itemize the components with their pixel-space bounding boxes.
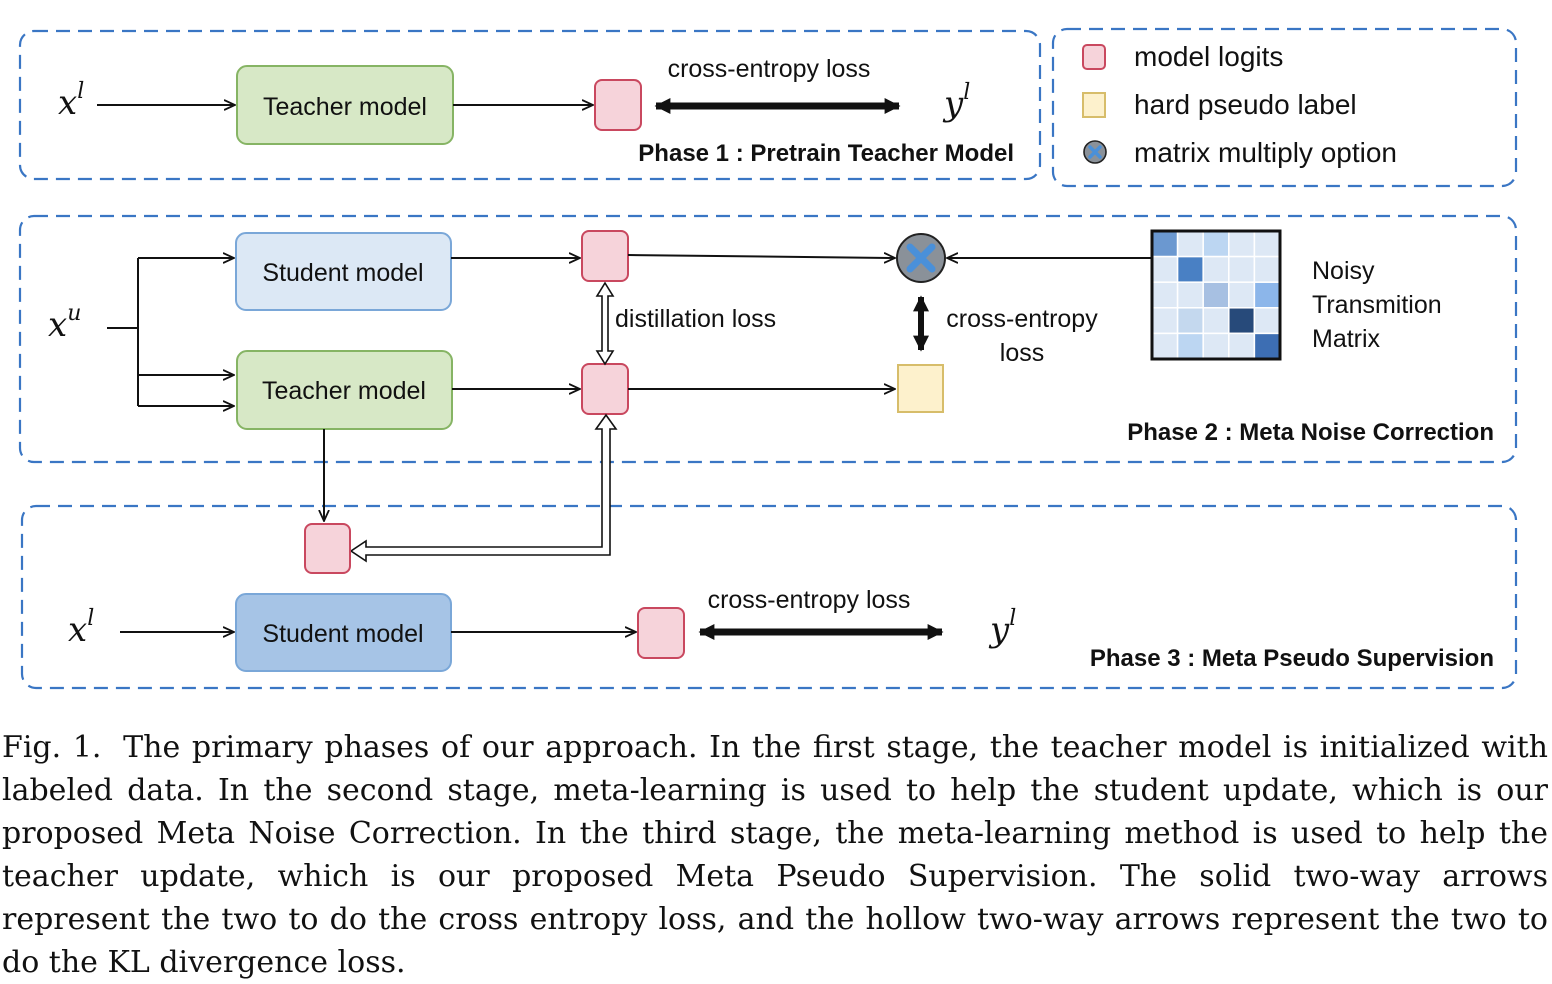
phase3-title: Phase 3 : Meta Pseudo Supervision — [1090, 645, 1494, 672]
legend-pseudo-label: hard pseudo label — [1134, 89, 1357, 120]
matrix-cell — [1228, 332, 1256, 360]
matrix-cell — [1253, 281, 1281, 309]
phase2-teacher-label: Teacher model — [262, 377, 426, 405]
matrix-cell — [1253, 230, 1281, 258]
figure-caption: Fig. 1. The primary phases of our approa… — [2, 726, 1548, 984]
phase2-input-branches — [107, 258, 234, 406]
legend-multiply-icon — [1083, 140, 1107, 164]
phase3-output-label: yl — [988, 606, 1016, 650]
matrix-cell — [1176, 230, 1204, 258]
phase3-student-logit — [637, 607, 685, 659]
diagram-canvas: xl Teacher model cross-entropy loss yl P… — [18, 27, 1518, 690]
matrix-cell — [1202, 281, 1230, 309]
phase2-box — [18, 214, 1518, 464]
legend-logits-label: model logits — [1134, 41, 1283, 72]
phase2-student-logit-to-multiply-arrow — [627, 255, 895, 258]
phase2-matrix-label-line1: Noisy — [1312, 257, 1375, 285]
noisy-transmition-matrix — [1150, 229, 1282, 361]
matrix-cell — [1228, 230, 1256, 258]
matrix-cell — [1151, 332, 1179, 360]
phase3-student-label: Student model — [262, 620, 423, 648]
phase1-output-label: yl — [942, 80, 970, 124]
matrix-cell — [1176, 255, 1204, 283]
legend-box — [1051, 27, 1518, 188]
legend-logits-swatch — [1082, 44, 1106, 70]
phase2-matrix-label-line2: Transmition — [1312, 291, 1442, 319]
phase2-matrix-label-line3: Matrix — [1312, 325, 1381, 353]
consistency-hollow-arrow — [349, 413, 618, 563]
phase2-student-model — [235, 232, 452, 311]
phase1-loss-label: cross-entropy loss — [668, 55, 871, 83]
phase1-title: Phase 1 : Pretrain Teacher Model — [638, 140, 1014, 167]
matrix-cell — [1228, 255, 1256, 283]
phase2-distillation-hollow-arrow — [595, 281, 615, 366]
matrix-cell — [1253, 332, 1281, 360]
caption-text: The primary phases of our approach. In t… — [2, 730, 1549, 980]
phase2-title: Phase 2 : Meta Noise Correction — [1127, 419, 1494, 446]
matrix-cell — [1176, 281, 1204, 309]
phase3-input-label: xl — [68, 606, 94, 650]
phase2-input-label: xu — [48, 301, 81, 345]
matrix-cell — [1151, 281, 1179, 309]
matrix-cell — [1202, 230, 1230, 258]
matrix-cell — [1253, 307, 1281, 335]
phase3-box — [20, 504, 1518, 690]
matrix-cell — [1176, 332, 1204, 360]
phase2-distillation-label: distillation loss — [615, 305, 776, 333]
legend-multiply-label: matrix multiply option — [1134, 137, 1397, 168]
matrix-cell — [1202, 255, 1230, 283]
phase1-input-label: xl — [58, 79, 84, 123]
phase2-ce-loss-label-line1: cross-entropy — [946, 305, 1098, 333]
phase2-multiply-node — [896, 233, 946, 283]
matrix-cell — [1176, 307, 1204, 335]
caption-label: Fig. 1. — [2, 730, 102, 765]
matrix-border — [1150, 229, 1282, 361]
phase2-teacher-logit — [581, 363, 629, 415]
matrix-cell — [1151, 307, 1179, 335]
phase3-teacher-logit — [304, 523, 351, 574]
phase2-student-label: Student model — [262, 259, 423, 287]
legend-pseudo-swatch — [1082, 92, 1106, 118]
phase1-box — [18, 29, 1042, 181]
matrix-cell — [1253, 255, 1281, 283]
phase2-hard-pseudo-label — [897, 364, 944, 413]
matrix-cell — [1151, 230, 1179, 258]
matrix-cell — [1151, 255, 1179, 283]
matrix-cell — [1228, 281, 1256, 309]
phase2-ce-loss-label-line2: loss — [1000, 339, 1044, 367]
phase3-loss-label: cross-entropy loss — [708, 586, 911, 614]
phase1-teacher-label: Teacher model — [263, 93, 427, 121]
matrix-cell — [1202, 307, 1230, 335]
phase1-logit — [594, 79, 642, 131]
phase2-student-logit — [581, 230, 629, 282]
matrix-cell — [1202, 332, 1230, 360]
matrix-cell — [1228, 307, 1256, 335]
